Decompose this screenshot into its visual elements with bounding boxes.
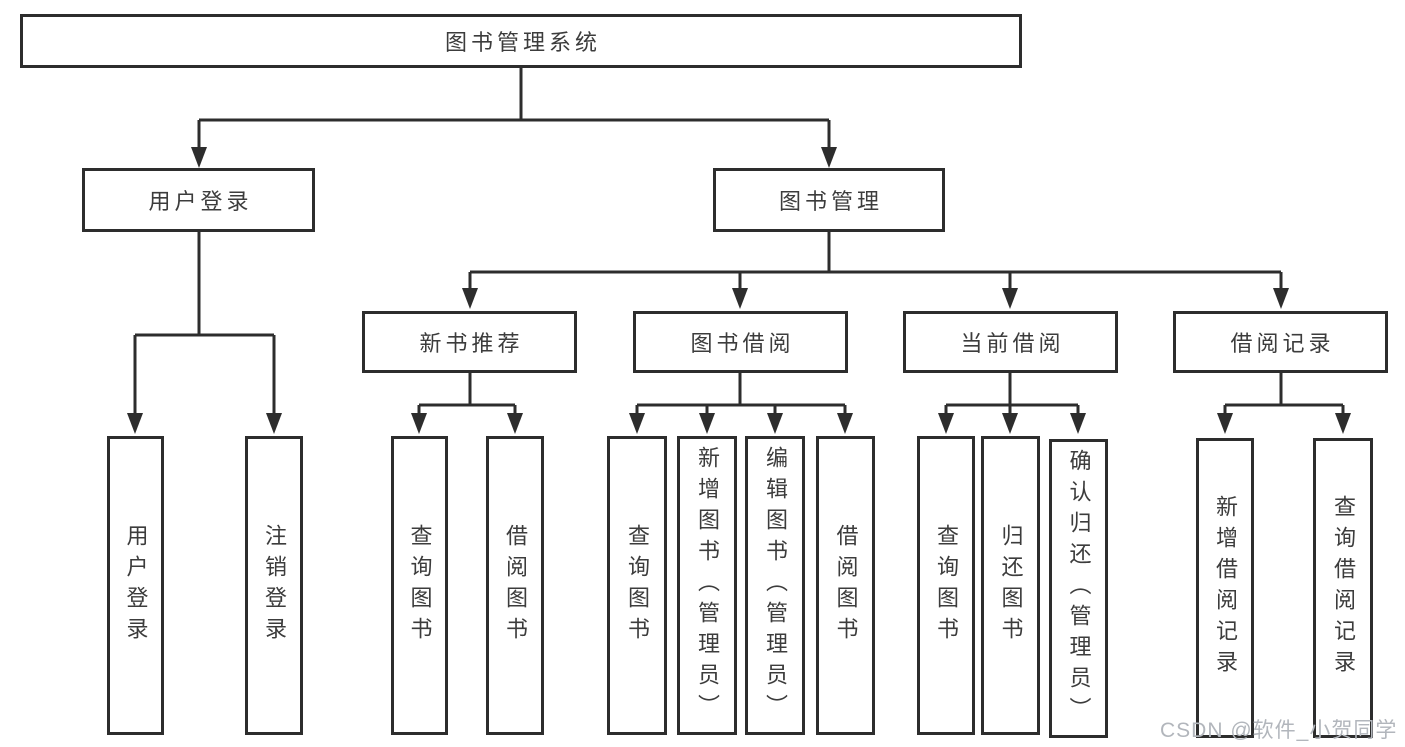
- node-leaf-logout: 注销登录: [245, 436, 303, 735]
- node-current-borrowing: 当前借阅: [903, 311, 1118, 373]
- node-leaf-query-books-current: 查询图书: [917, 436, 975, 735]
- arrowheads: [127, 147, 1351, 434]
- node-leaf-user-login: 用户登录: [107, 436, 164, 735]
- node-root-library-system: 图书管理系统: [20, 14, 1022, 68]
- node-leaf-return-books: 归还图书: [981, 436, 1040, 735]
- node-leaf-add-borrow-record: 新增借阅记录: [1196, 438, 1254, 738]
- node-leaf-confirm-return-admin: 确认归还（管理员）: [1049, 439, 1108, 738]
- node-leaf-borrow-books-recommend: 借阅图书: [486, 436, 544, 735]
- node-leaf-edit-books-admin: 编辑图书（管理员）: [745, 436, 805, 735]
- node-book-borrowing: 图书借阅: [633, 311, 848, 373]
- node-new-book-recommend: 新书推荐: [362, 311, 577, 373]
- node-borrowing-records: 借阅记录: [1173, 311, 1388, 373]
- node-leaf-query-books-recommend: 查询图书: [391, 436, 448, 735]
- node-leaf-query-borrow-record: 查询借阅记录: [1313, 438, 1373, 738]
- node-book-management: 图书管理: [713, 168, 945, 232]
- node-leaf-add-books-admin: 新增图书（管理员）: [677, 436, 737, 735]
- node-leaf-borrow-books-borrowing: 借阅图书: [816, 436, 875, 735]
- node-leaf-query-books-borrowing: 查询图书: [607, 436, 667, 735]
- node-user-login: 用户登录: [82, 168, 315, 232]
- csdn-watermark: CSDN @软件_小贺同学: [1160, 719, 1398, 742]
